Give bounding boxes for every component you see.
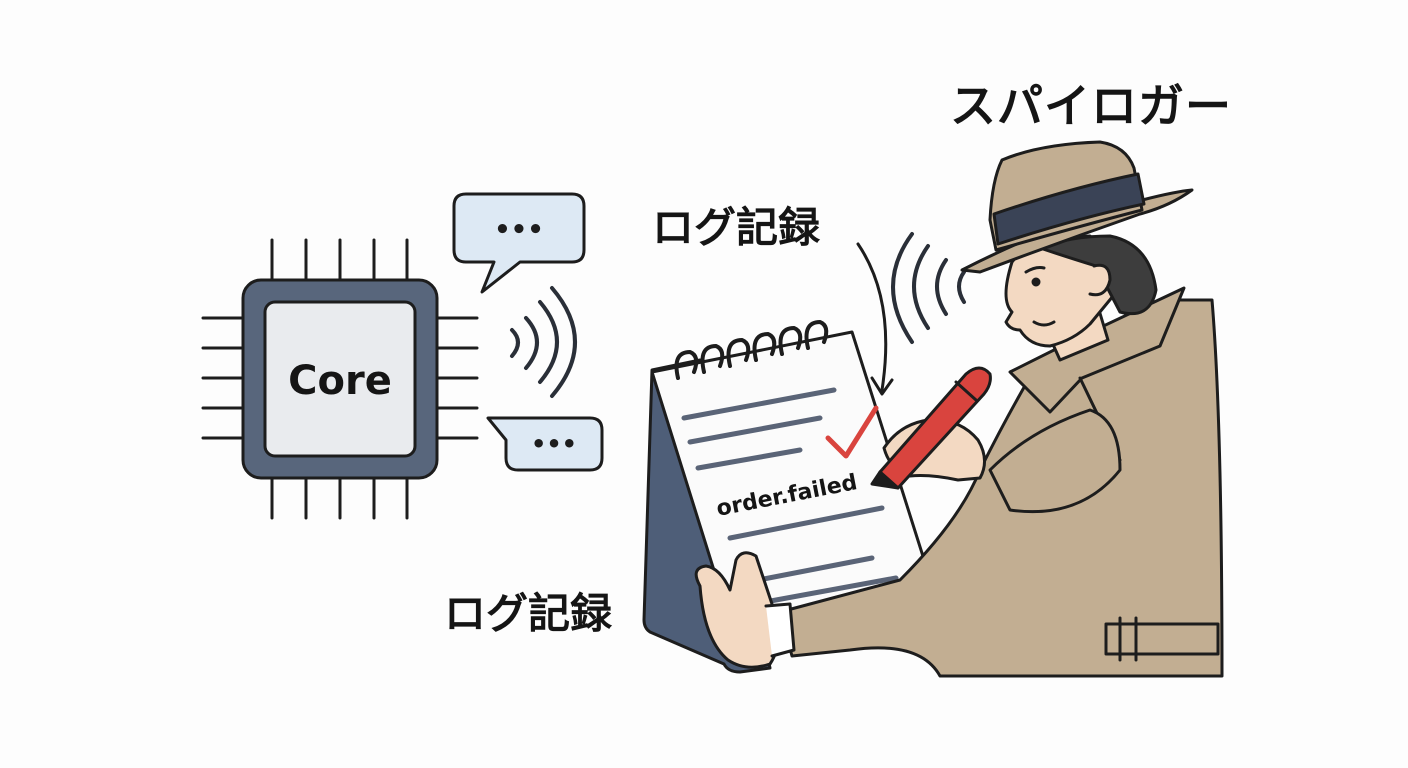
spylogger-title: スパイロガー <box>950 79 1232 133</box>
chip-pins-top <box>270 238 409 282</box>
speech-bubble-bottom-dots: ••• <box>531 430 577 458</box>
log-arrow <box>856 242 894 396</box>
coat-belt <box>1104 616 1220 662</box>
chip-pins-right <box>435 316 479 440</box>
spy-character <box>694 140 1224 678</box>
speech-bubble-top: ••• <box>452 192 586 294</box>
signal-waves-spy-icon <box>891 232 966 344</box>
pen-icon <box>870 366 992 490</box>
spy-hair <box>1038 234 1158 316</box>
notepad-spiral <box>674 320 829 380</box>
hat-band <box>992 172 1146 246</box>
chip-core-face <box>263 300 417 458</box>
core-chip <box>201 238 479 520</box>
check-mark-icon <box>825 405 879 459</box>
speech-bubble-top-dots: ••• <box>494 215 544 245</box>
log-record-label-bottom: ログ記録 <box>444 589 613 638</box>
chip-pins-bottom <box>270 476 409 520</box>
chip-label: Core <box>288 358 392 404</box>
speech-bubble-bottom: ••• <box>486 416 604 472</box>
signal-waves-chip-icon <box>510 286 577 398</box>
coat-sleeve <box>988 408 1122 514</box>
log-record-label-top: ログ記録 <box>652 203 821 252</box>
notepad-lines <box>681 387 899 607</box>
chip-pins-left <box>201 316 245 440</box>
